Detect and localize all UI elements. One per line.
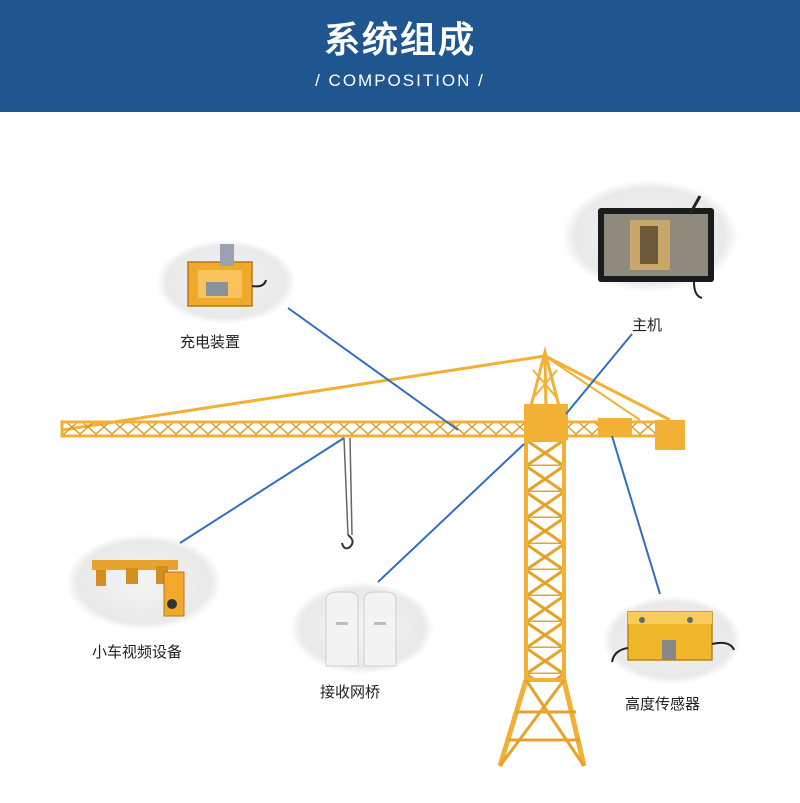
crane-diagram: [60, 180, 742, 767]
trolley-video-device-icon: [92, 560, 185, 617]
bridge-label: 接收网桥: [320, 683, 381, 701]
host-label: 主机: [632, 316, 663, 334]
page-subtitle: / COMPOSITION /: [315, 71, 485, 90]
trolley-video-bubble: [66, 534, 222, 630]
crane: [60, 346, 685, 767]
page-title: 系统组成: [323, 20, 476, 61]
charging-device-icon: [187, 244, 267, 307]
trolley-video-label: 小车视频设备: [92, 643, 183, 661]
receiving-bridge-icon: [325, 591, 397, 667]
height-sensor-icon: [611, 611, 735, 663]
host-monitor-icon: [598, 195, 714, 299]
charging-device-label: 充电装置: [180, 333, 241, 351]
height-sensor-label: 高度传感器: [625, 695, 701, 713]
connector-lines: [179, 307, 661, 595]
bridge-bubble: [290, 582, 434, 674]
header-banner: 系统组成 / COMPOSITION /: [0, 0, 800, 112]
